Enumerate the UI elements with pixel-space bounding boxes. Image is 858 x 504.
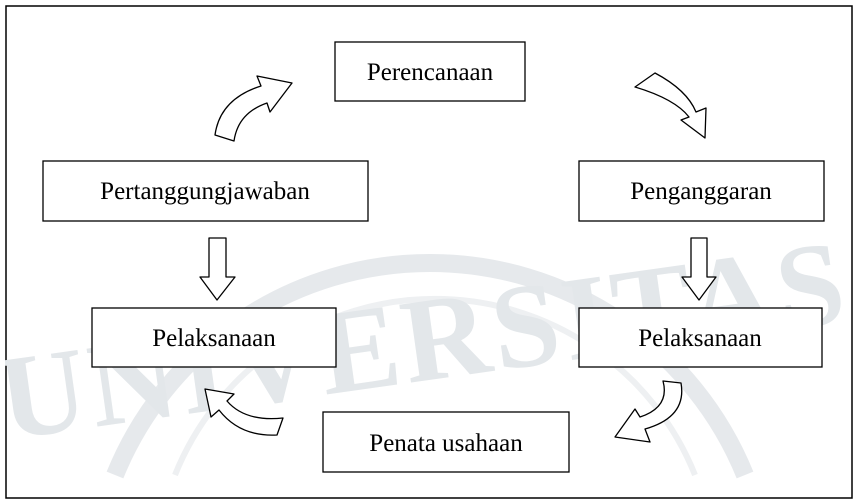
node-pelaksanaan-right: Pelaksanaan: [578, 307, 823, 368]
curved-arrow-icon: [214, 75, 293, 142]
arrow-penganggaran-to-pelaksanaan: [681, 237, 717, 301]
curved-arrow-icon: [614, 380, 683, 443]
outer-border: [5, 5, 853, 499]
watermark-inner-arc: [172, 295, 698, 477]
node-label-pelaksanaan-right: Pelaksanaan: [638, 325, 762, 352]
node-box: [322, 411, 570, 473]
watermark-arc: [106, 254, 754, 479]
node-box: [578, 307, 823, 368]
down-arrow-icon: [681, 237, 717, 301]
node-label-penganggaran: Penganggaran: [630, 178, 772, 205]
arrow-pertanggungjawaban-pelaksanaan: [199, 237, 236, 301]
node-box: [578, 160, 825, 222]
node-pelaksanaan-left: Pelaksanaan: [91, 307, 337, 368]
node-box: [91, 307, 337, 368]
node-label-pertanggungjawaban: Pertanggungjawaban: [100, 178, 310, 205]
diagram-frame: UNIVERSITAS Perencanaan Penganggaran Pel…: [5, 5, 853, 499]
diagram-canvas: UNIVERSITAS Perencanaan Penganggaran Pel…: [5, 5, 853, 499]
arrow-pertanggungjawaban-to-perencanaan: [214, 75, 293, 142]
node-pertanggungjawaban: Pertanggungjawaban: [42, 160, 369, 222]
node-perencanaan: Perencanaan: [334, 41, 526, 102]
node-label-pelaksanaan-left: Pelaksanaan: [152, 325, 276, 352]
arrow-pelaksanaan-to-penata-usahaan: [614, 380, 683, 443]
node-box: [42, 160, 369, 222]
curved-arrow-icon: [634, 72, 707, 139]
node-label-perencanaan: Perencanaan: [367, 59, 494, 86]
node-label-penata-usahaan: Penata usahaan: [369, 430, 523, 457]
node-penganggaran: Penganggaran: [578, 160, 825, 222]
arrow-perencanaan-to-penganggaran: [634, 72, 707, 139]
arrow-penata-usahaan-to-pelaksanaan: [204, 388, 284, 436]
down-arrow-icon: [199, 237, 236, 301]
node-box: [334, 41, 526, 102]
curved-arrow-icon: [204, 388, 284, 436]
node-penata-usahaan: Penata usahaan: [322, 411, 570, 473]
